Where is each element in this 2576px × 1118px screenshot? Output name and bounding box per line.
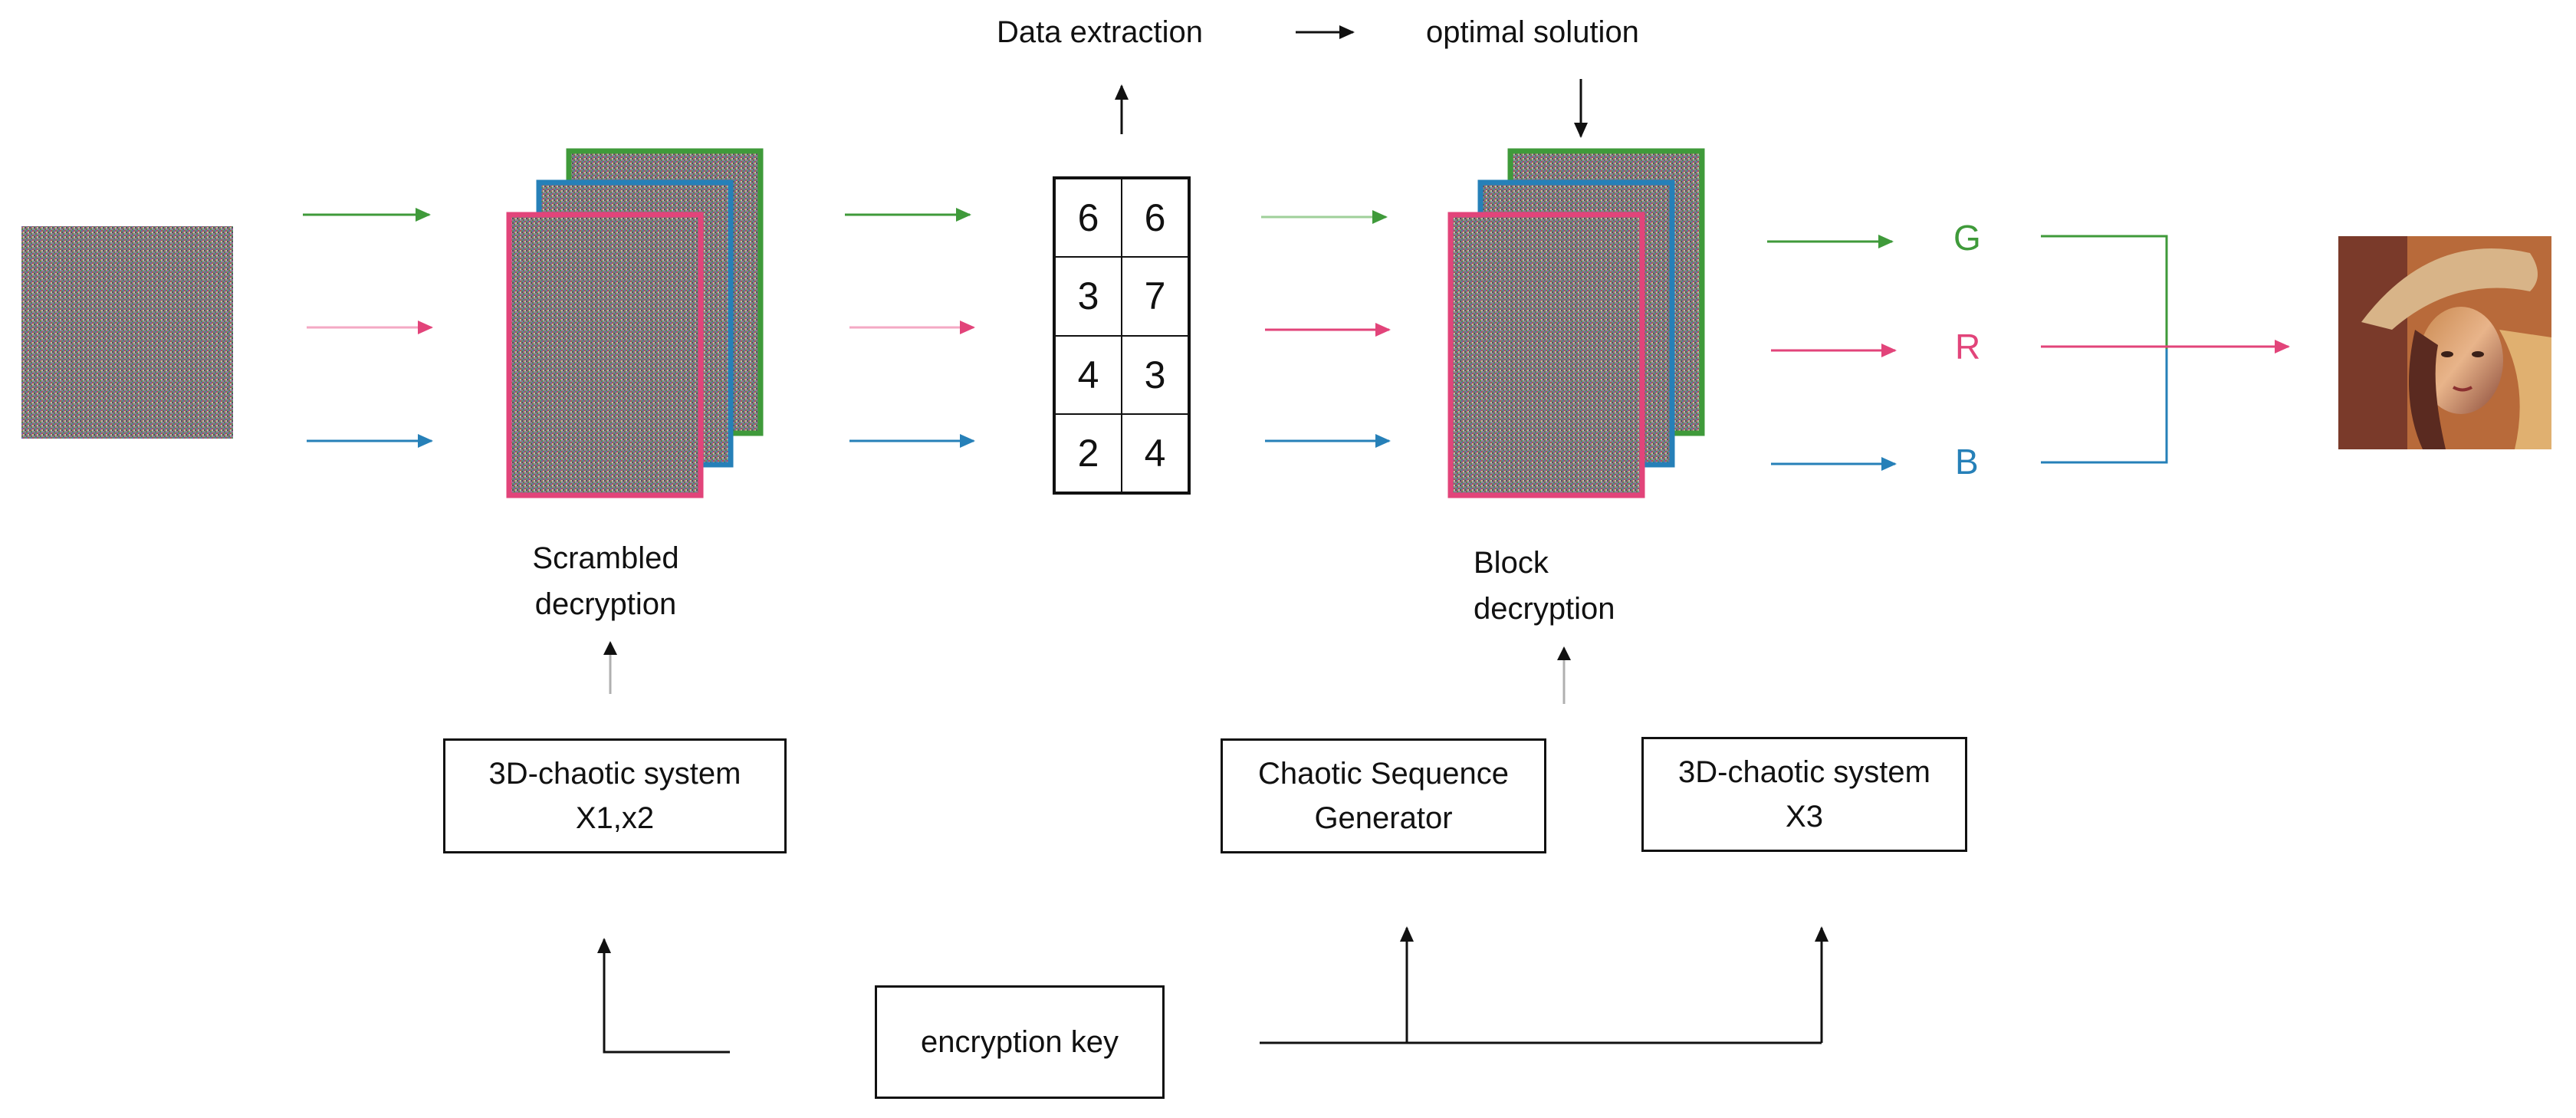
table-cell: 3	[1122, 335, 1188, 414]
table-cell: 3	[1055, 257, 1122, 336]
stack1-red-layer	[506, 212, 704, 498]
scrambled-line2: decryption	[534, 587, 677, 621]
chaotic-system-x3-box: 3D-chaotic system X3	[1641, 737, 1967, 852]
merge-green	[2041, 235, 2168, 349]
table-cell: 2	[1055, 413, 1122, 492]
chaotic-x12-line2: X1,x2	[575, 801, 655, 835]
chaotic-x12-line1: 3D-chaotic system	[488, 757, 741, 791]
key-line-left	[597, 938, 730, 1054]
sequence-gen-line2: Generator	[1314, 801, 1453, 835]
key-table: 6 6 3 7 4 3 2 4	[1053, 176, 1191, 495]
table-cell: 4	[1122, 413, 1188, 492]
chaotic-x3-line1: 3D-chaotic system	[1678, 755, 1930, 789]
encrypted-image	[21, 226, 233, 439]
channel-g-label: G	[1953, 218, 1981, 258]
merge-blue	[2041, 349, 2168, 464]
sequence-gen-line1: Chaotic Sequence	[1258, 757, 1509, 791]
chaotic-system-x12-box: 3D-chaotic system X1,x2	[443, 738, 787, 853]
chaotic-x3-line2: X3	[1786, 800, 1823, 834]
table-cell: 4	[1055, 335, 1122, 414]
block-line1: Block	[1474, 546, 1549, 580]
optimal-solution-label: optimal solution	[1426, 15, 1639, 49]
block-decryption-label: Block decryption	[1474, 540, 1673, 632]
chaotic-sequence-generator-box: Chaotic Sequence Generator	[1221, 738, 1546, 853]
encryption-key-label: encryption key	[921, 1025, 1119, 1059]
table-cell: 6	[1055, 179, 1122, 258]
table-cell: 7	[1122, 257, 1188, 336]
channel-b-label: B	[1955, 442, 1979, 482]
table-cell: 6	[1122, 179, 1188, 258]
scrambled-line1: Scrambled	[532, 541, 679, 575]
block-line2: decryption	[1474, 592, 1615, 626]
decrypted-image	[2338, 236, 2551, 449]
encryption-key-box: encryption key	[875, 985, 1165, 1099]
stack2-red-layer	[1447, 212, 1645, 498]
channel-r-label: R	[1955, 327, 1981, 367]
scrambled-decryption-label: Scrambled decryption	[506, 535, 705, 627]
data-extraction-label: Data extraction	[997, 15, 1204, 49]
